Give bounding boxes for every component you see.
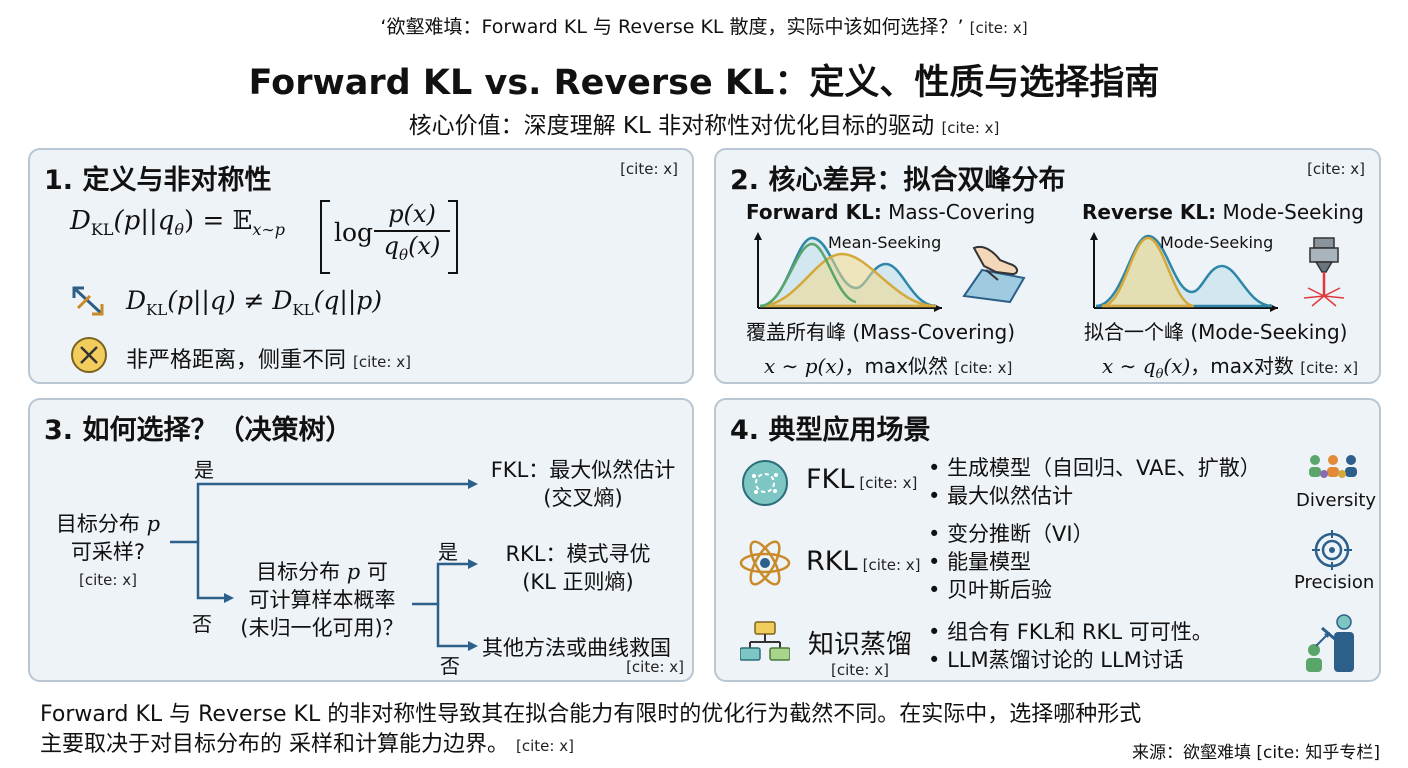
asymmetry-note: 非严格距离，侧重不同 [cite: x] xyxy=(126,348,411,373)
cross-circle-icon xyxy=(70,336,108,378)
hierarchy-icon xyxy=(740,621,790,661)
panel3-title: 3. 如何选择？（决策树） xyxy=(44,415,353,446)
note-cite: [cite: x] xyxy=(353,353,411,371)
header-quote: ‘欲壑难填：Forward KL 与 Reverse KL 散度，实际中该如何选… xyxy=(380,16,1028,38)
fkl-formula-cite: [cite: x] xyxy=(954,359,1013,377)
app-distill-bullets: • 组合有 FKL和 RKL 可可性。 • LLM蒸馏讨论的 LLM讨话 xyxy=(928,618,1213,674)
target-icon xyxy=(1312,530,1352,570)
atom-icon xyxy=(739,540,791,586)
kl-definition-formula: DKL(p||qθ) = 𝔼x∼p xyxy=(70,206,285,240)
panel2-title: 2. 核心差异：拟合双峰分布 xyxy=(730,165,1066,196)
result-fkl: FKL：最大似然估计 (交叉熵) xyxy=(490,458,676,510)
list-item: • 贝叶斯后验 xyxy=(928,578,1053,602)
footer-cite: [cite: x] xyxy=(516,737,574,755)
app-rkl-bullets: • 变分推断（VI） • 能量模型 • 贝叶斯后验 xyxy=(928,520,1094,604)
laser-icon xyxy=(1303,237,1345,307)
rkl-curve-label: Mode-Seeking xyxy=(1160,233,1273,252)
question-sampleable: 目标分布 p 可采样? [cite: x] xyxy=(38,510,178,594)
rkl-heading: Reverse KL: Mode-Seeking xyxy=(1082,200,1364,224)
list-item: • 组合有 FKL和 RKL 可可性。 xyxy=(928,620,1213,644)
fkl-bimodal-chart: Mean-Seeking xyxy=(754,232,942,312)
diversity-people-icon xyxy=(1309,455,1357,478)
fkl-heading: Forward KL: Mass-Covering xyxy=(746,200,1036,224)
formula-fraction: p(x) qθ(x) xyxy=(374,200,450,264)
panel-decision-tree: 3. 如何选择？（决策树） 目标分布 p 可采样? [cite: x] 是 否 … xyxy=(28,398,694,682)
fkl-formula: x ∼ p(x)，max似然 [cite: x] xyxy=(764,354,1013,378)
panel-core-difference: 2. 核心差异：拟合双峰分布 [cite: x] Forward KL: Mas… xyxy=(714,148,1381,384)
result-rkl: RKL：模式寻优 (KL 正则熵) xyxy=(505,542,651,594)
list-item: • 最大似然估计 xyxy=(928,484,1074,508)
footer-source: 来源：欲壑难填 [cite: 知乎专栏] xyxy=(1132,743,1380,763)
q1-cite: [cite: x] xyxy=(79,571,137,589)
list-item: • 变分推断（VI） xyxy=(928,522,1094,546)
app-label-fkl: FKL [cite: x] xyxy=(806,464,918,495)
rkl-bimodal-chart: Mode-Seeking xyxy=(1090,232,1278,312)
panel1-title: 1. 定义与非对称性 xyxy=(44,165,272,196)
question-computable: 目标分布 p 可 可计算样本概率 (未归一化可用)？ xyxy=(240,560,404,640)
formula-log: log xyxy=(334,218,374,247)
panel-definition: 1. 定义与非对称性 [cite: x] DKL(p||qθ) = 𝔼x∼p l… xyxy=(28,148,694,384)
app-fkl-bullets: • 生成模型（自回归、VAE、扩散） • 最大似然估计 xyxy=(928,454,1261,510)
page-title: Forward KL vs. Reverse KL：定义、性质与选择指南 xyxy=(248,63,1160,103)
r3-cite: [cite: x] xyxy=(626,658,684,676)
asymmetry-icon xyxy=(70,284,108,322)
panel1-cite: [cite: x] xyxy=(620,160,678,178)
app-distill-cite: [cite: x] xyxy=(831,661,889,679)
diffusion-icon xyxy=(742,460,788,506)
panel4-title: 4. 典型应用场景 xyxy=(730,415,931,446)
panel-applications: 4. 典型应用场景 FKL [cite: x] • 生成模型（自回归、VAE、扩… xyxy=(714,398,1381,682)
wiping-hand-icon xyxy=(962,246,1026,304)
panel2-cite: [cite: x] xyxy=(1307,160,1365,178)
no-label-1: 否 xyxy=(192,612,212,636)
quote-cite: [cite: x] xyxy=(969,19,1028,37)
decision-tree-arrows xyxy=(170,479,478,651)
asymmetry-formula: DKL(p||q) ≠ DKL(q||p) xyxy=(126,286,382,319)
app-label-rkl: RKL [cite: x] xyxy=(806,546,921,577)
rkl-caption: 拟合一个峰 (Mode-Seeking) xyxy=(1084,320,1348,344)
rkl-formula-cite: [cite: x] xyxy=(1300,359,1359,377)
app-fkl-cite: [cite: x] xyxy=(859,474,918,492)
footer-summary: Forward KL 与 Reverse KL 的非对称性导致其在拟合能力有限时… xyxy=(40,702,1142,757)
result-other: 其他方法或曲线救国 xyxy=(482,636,671,660)
page-subtitle: 核心价值：深度理解 KL 非对称性对优化目标的驱动 [cite: x] xyxy=(408,113,1000,139)
app-rkl-cite: [cite: x] xyxy=(862,556,921,574)
yes-label-1: 是 xyxy=(194,458,214,482)
fkl-caption: 覆盖所有峰 (Mass-Covering) xyxy=(746,320,1016,344)
fkl-curve-label: Mean-Seeking xyxy=(828,233,941,252)
subtitle-cite: [cite: x] xyxy=(941,119,1000,137)
precision-label: Precision xyxy=(1294,572,1375,593)
formula-bracket-left xyxy=(320,200,330,274)
list-item: • 能量模型 xyxy=(928,550,1032,574)
formula-bracket-right xyxy=(448,200,458,274)
teacher-icon xyxy=(1306,614,1354,672)
rkl-formula: x ∼ qθ(x)，max对数 [cite: x] xyxy=(1102,354,1359,382)
no-label-2: 否 xyxy=(440,654,460,678)
list-item: • 生成模型（自回归、VAE、扩散） xyxy=(928,456,1261,480)
app-label-distillation: 知识蒸馏 [cite: x] xyxy=(800,624,920,679)
yes-label-2: 是 xyxy=(438,540,458,564)
list-item: • LLM蒸馏讨论的 LLM讨话 xyxy=(928,648,1184,672)
diversity-label: Diversity xyxy=(1296,490,1377,511)
